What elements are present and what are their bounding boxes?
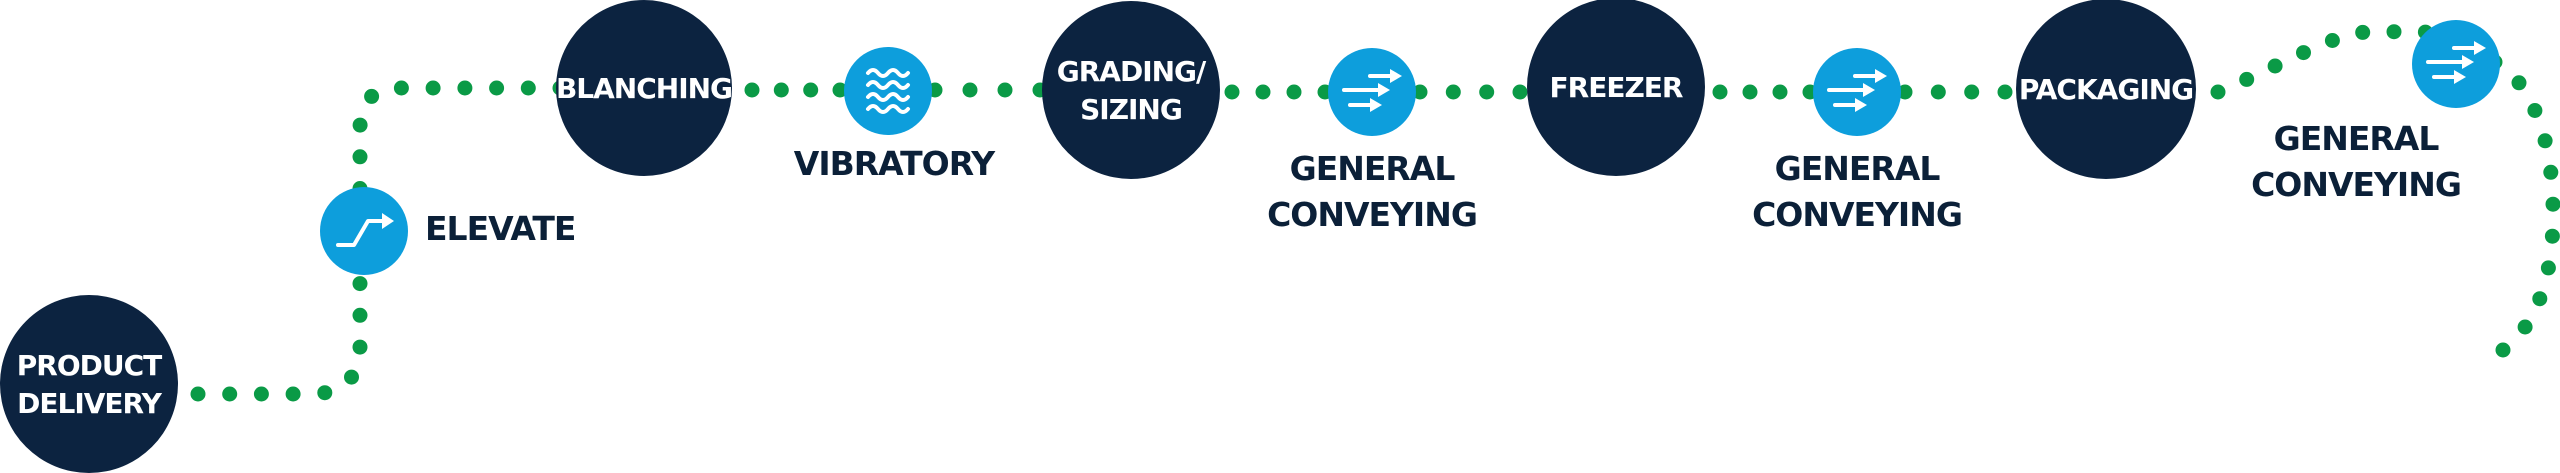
path-dot [1997,84,2013,100]
path-dot [1255,84,1271,100]
path-dot [1772,84,1788,100]
flow-nodes: PRODUCT DELIVERY BLANCHING GRADING/SIZING FR… [0,0,2500,473]
stage-freezer: FREEZER [1527,0,1705,176]
path-dot [457,80,473,96]
path-dot [1512,84,1528,100]
path-dot [352,307,368,323]
path-dot [1712,84,1728,100]
path-dot [2296,45,2311,61]
stage-blanching: BLANCHING [556,0,733,176]
stage-circle [1527,0,1705,176]
conveyor-elevate: ELEVATE [320,187,576,275]
path-dot [1286,84,1302,100]
path-dot [1224,84,1240,100]
path-dot [285,386,301,402]
dotted-flow-path [190,24,2560,402]
path-dot [2267,58,2283,74]
conveyor-label: GENERAL [2274,119,2440,158]
conveyor-general-conveying-3: GENERAL CONVEYING [2251,20,2500,204]
path-dot [344,369,359,385]
general-conveying-icon [1827,69,1887,112]
conveyor-general-conveying-1: GENERAL CONVEYING [1267,48,1478,234]
path-dot [425,80,441,96]
path-dot [222,386,238,402]
conveyor-label: CONVEYING [1752,195,1962,234]
stage-label: GRADING/ [1057,55,1207,88]
stage-grading-sizing: GRADING/SIZING [1042,1,1220,179]
conveyor-label: GENERAL [1775,149,1941,188]
stage-label: PACKAGING [2019,73,2193,106]
path-dot [803,82,819,98]
path-dot [1412,84,1428,100]
general-conveying-icon [1342,69,1402,112]
stage-circle [1042,1,1220,179]
path-dot [1479,84,1495,100]
path-dot [2324,33,2340,48]
stage-label: PRODUCT [17,349,162,382]
conveyor-label: CONVEYING [2251,165,2461,204]
path-dot [2511,75,2527,91]
conveyor-general-conveying-2: GENERAL CONVEYING [1752,48,1963,234]
path-dot [2532,291,2548,307]
path-dot [2239,71,2255,87]
path-dot [364,88,380,104]
path-dot [2540,260,2556,276]
path-dot [317,385,333,401]
path-dot [2210,84,2226,100]
stage-circle [556,0,732,176]
stage-circle [2016,0,2196,179]
path-dot [1742,84,1758,100]
stage-label: BLANCHING [556,72,732,105]
path-dot [190,386,206,402]
conveyor-label: VIBRATORY [794,144,997,183]
path-dot [832,82,848,98]
path-dot [1964,84,1980,100]
path-dot [997,82,1013,98]
general-conveying-icon [2426,41,2486,84]
path-dot [393,80,409,96]
path-dot [352,117,368,133]
conveyor-label: CONVEYING [1267,195,1477,234]
path-dot [489,80,505,96]
path-dot [1897,84,1913,100]
path-dot [520,80,536,96]
path-dot [352,149,368,165]
path-dot [2355,24,2371,40]
path-dot [2386,24,2402,40]
path-dot [2495,342,2511,358]
path-dot [2544,228,2560,244]
conveyor-label: GENERAL [1290,149,1456,188]
path-dot [2545,196,2560,212]
stage-circle [0,295,178,473]
conveyor-label: ELEVATE [425,209,575,248]
path-dot [352,339,368,355]
stage-label: DELIVERY [17,387,162,420]
path-dot [352,276,368,292]
path-dot [1445,84,1461,100]
path-dot [1930,84,1946,100]
vibratory-icon [866,68,910,114]
conveyor-icon-circle [844,47,932,135]
conveyor-vibratory: VIBRATORY [794,47,997,183]
path-dot [2537,133,2553,149]
path-dot [744,82,760,98]
stage-packaging: PACKAGING [2016,0,2196,179]
path-dot [2527,103,2543,118]
path-dot [2517,319,2533,335]
path-dot [962,82,978,98]
path-dot [253,386,269,402]
elevate-icon [336,213,394,247]
path-dot [773,82,789,98]
stage-label: SIZING [1080,93,1182,126]
stage-product-delivery: PRODUCT DELIVERY [0,295,178,473]
stage-label: FREEZER [1550,71,1683,104]
path-dot [2543,164,2559,180]
